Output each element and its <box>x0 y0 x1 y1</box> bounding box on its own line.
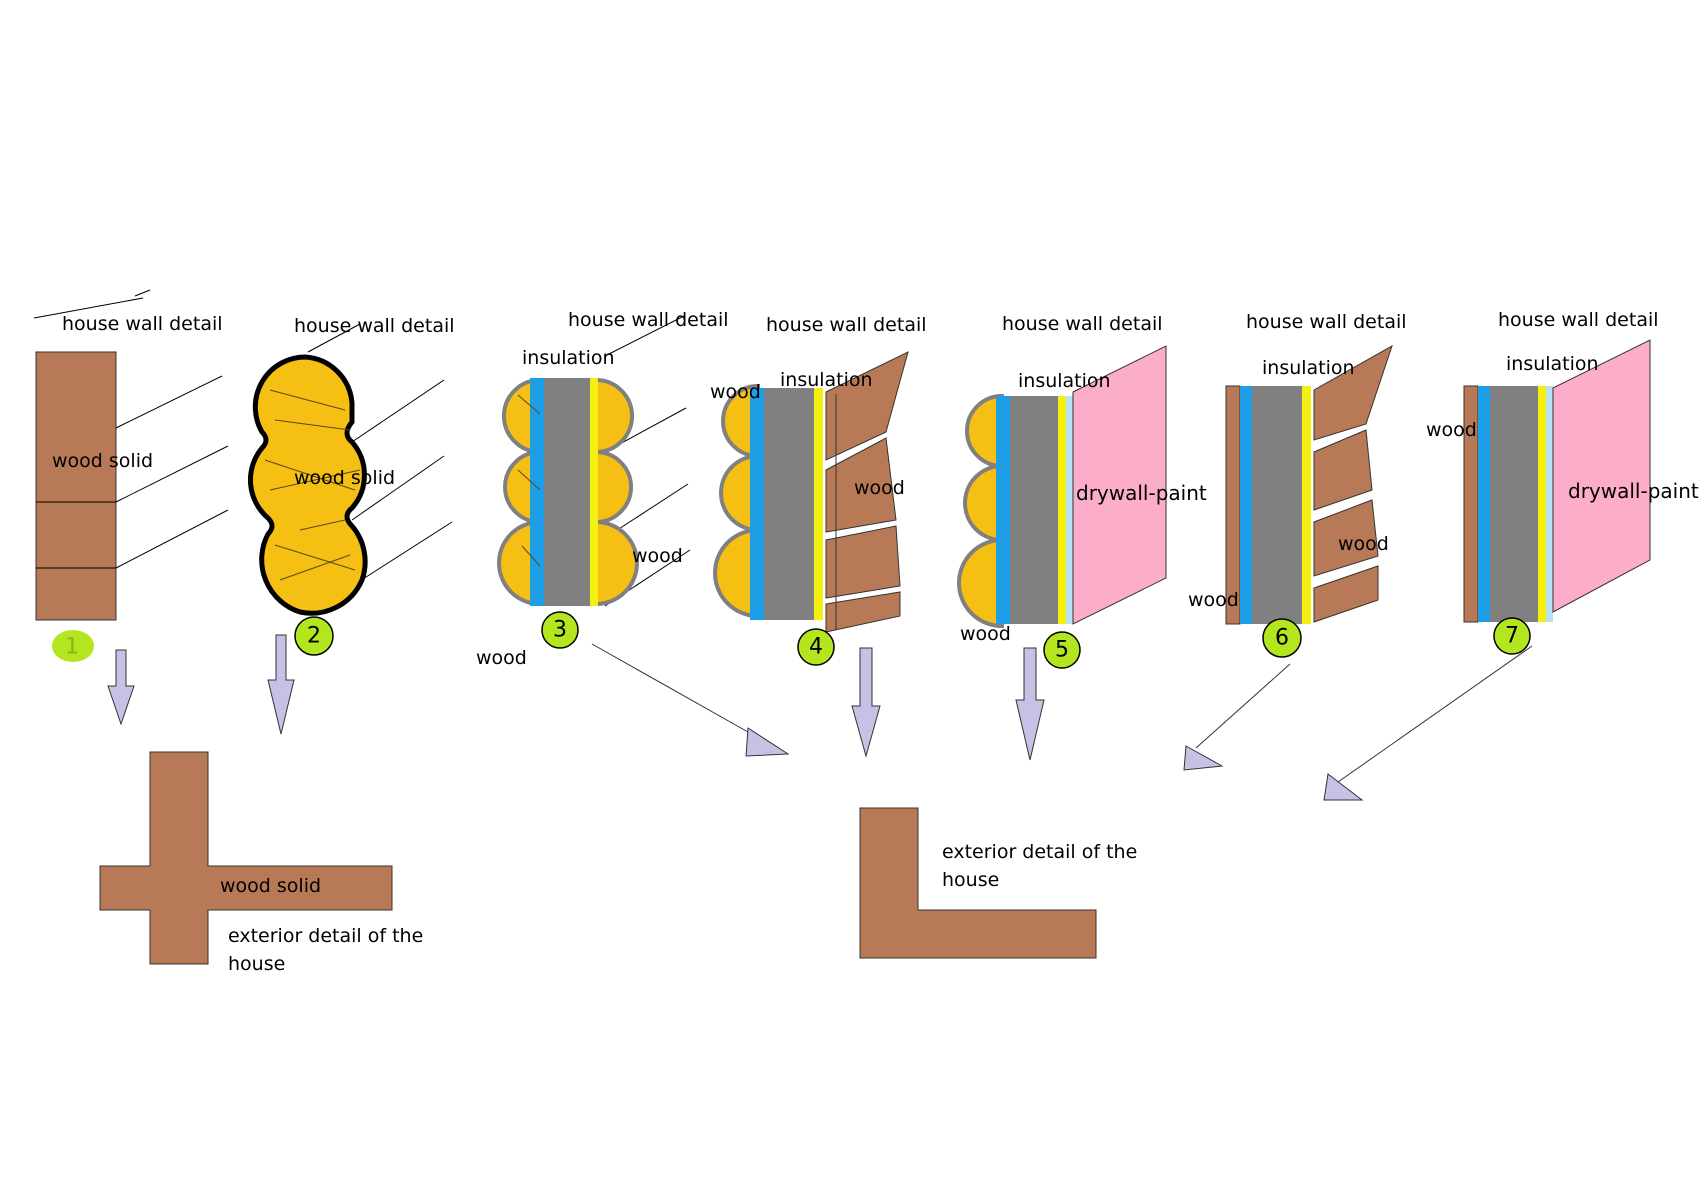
arrow-down-4 <box>851 647 881 758</box>
arrow-line-7 <box>1337 645 1533 783</box>
wood-label-5: wood <box>960 623 1011 645</box>
wood-label-6b: wood <box>1188 589 1239 611</box>
exterior-detail-label-2-line1: exterior detail of the <box>942 841 1137 863</box>
step-badge-5 <box>1043 631 1081 669</box>
insulation-label-7: insulation <box>1506 353 1599 375</box>
vapor-barrier-3 <box>590 378 598 606</box>
step-number-5: 5 <box>1055 638 1069 663</box>
wood-label-7: wood <box>1426 419 1477 441</box>
step-badge-1 <box>52 630 94 662</box>
step-badge-7 <box>1493 617 1531 655</box>
drywall-panel-7 <box>1552 339 1651 613</box>
insulation-layer-4 <box>764 388 814 620</box>
insulation-label-3: insulation <box>522 347 615 369</box>
vapor-barrier-6 <box>1302 386 1311 624</box>
detail-4-log-insulation-board-wall: house wall detail insulation wood wood 4 <box>710 314 927 666</box>
arrow-line-6 <box>1195 663 1291 749</box>
detail-7-plank-insulation-drywall: house wall detail insulation drywall-pai… <box>1426 309 1699 655</box>
detail-2-round-log-wall: house wall detail wood solid 2 <box>247 315 455 656</box>
l-shaped-corner-joint <box>859 807 1097 959</box>
exterior-detail-label-2-line2: house <box>942 869 999 891</box>
house-wall-detail-label-7: house wall detail <box>1498 309 1659 331</box>
wood-label-3b: wood <box>476 647 527 669</box>
insulation-layer-3 <box>544 378 590 606</box>
wood-label-4b: wood <box>854 477 905 499</box>
insulation-layer-5 <box>1010 396 1058 624</box>
house-wall-detail-label-3: house wall detail <box>568 309 729 331</box>
arrow-down-1 <box>107 649 135 726</box>
arrow-head-6 <box>1183 745 1224 771</box>
membrane-4 <box>750 388 764 620</box>
step-number-2: 2 <box>307 624 321 649</box>
arrow-head-3 <box>745 727 790 757</box>
vapor-barrier-4 <box>814 388 823 620</box>
detail-1-solid-wood-wall: house wall detail wood solid 1 <box>33 289 229 662</box>
drywall-paint-label-7: drywall-paint <box>1568 479 1699 503</box>
arrow-head-7 <box>1323 773 1364 801</box>
wood-grain <box>264 389 361 581</box>
wood-label-3a: wood <box>632 545 683 567</box>
arrow-line-3 <box>591 643 749 733</box>
membrane-6 <box>1240 386 1252 624</box>
step-number-4: 4 <box>809 635 823 660</box>
vapor-barrier-5 <box>1058 396 1066 624</box>
exterior-detail-label-1-line1: exterior detail of the <box>228 925 423 947</box>
exterior-detail-label-1-line2: house <box>228 953 285 975</box>
house-wall-detail-label-6: house wall detail <box>1246 311 1407 333</box>
membrane-5 <box>996 396 1010 624</box>
detail-5-log-insulation-drywall: house wall detail insulation drywall-pai… <box>957 313 1207 669</box>
cross-shaped-log-joint <box>99 751 393 965</box>
house-wall-detail-label-1: house wall detail <box>62 313 223 335</box>
insulation-layer-6 <box>1252 386 1302 624</box>
arrow-down-2 <box>267 634 295 735</box>
wood-label-6a: wood <box>1338 533 1389 555</box>
step-badge-2 <box>294 616 334 656</box>
exterior-corner-detail: exterior detail of the house <box>859 807 1137 959</box>
vapor-barrier-7 <box>1538 386 1546 622</box>
membrane-7 <box>1478 386 1490 622</box>
step-number-3: 3 <box>553 618 567 643</box>
step-number-6: 6 <box>1275 626 1289 651</box>
insulation-label-5: insulation <box>1018 370 1111 392</box>
solid-wood-block <box>35 351 117 621</box>
membrane-3 <box>530 378 544 606</box>
wood-solid-label-cross: wood solid <box>220 875 321 897</box>
wood-solid-label-2: wood solid <box>294 467 395 489</box>
insulation-label-6: insulation <box>1262 357 1355 379</box>
house-wall-detail-label-2: house wall detail <box>294 315 455 337</box>
flow-arrows <box>107 634 1533 801</box>
detail-6-plank-insulation-board-wall: house wall detail insulation wood wood 6 <box>1188 311 1407 658</box>
wood-solid-label-1: wood solid <box>52 450 153 472</box>
step-badge-6 <box>1262 618 1302 658</box>
step-badge-3 <box>541 611 579 649</box>
drywall-paint-label-5: drywall-paint <box>1076 481 1207 505</box>
drywall-panel-5 <box>1072 345 1167 625</box>
step-badge-4 <box>797 628 835 666</box>
house-wall-detail-label-4: house wall detail <box>766 314 927 336</box>
insulation-label-4: insulation <box>780 369 873 391</box>
wood-label-4a: wood <box>710 381 761 403</box>
insulation-layer-7 <box>1490 386 1538 622</box>
house-wall-detail-label-5: house wall detail <box>1002 313 1163 335</box>
step-number-7: 7 <box>1505 624 1519 649</box>
detail-3-log-insulation-log-wall: house wall detail insulation wood wood 3 <box>476 309 729 669</box>
gap-7 <box>1546 386 1553 622</box>
gap-5 <box>1066 396 1073 624</box>
exterior-cross-detail: wood solid exterior detail of the house <box>99 751 423 975</box>
step-number-1: 1 <box>65 635 79 660</box>
arrow-down-5 <box>1015 647 1045 761</box>
